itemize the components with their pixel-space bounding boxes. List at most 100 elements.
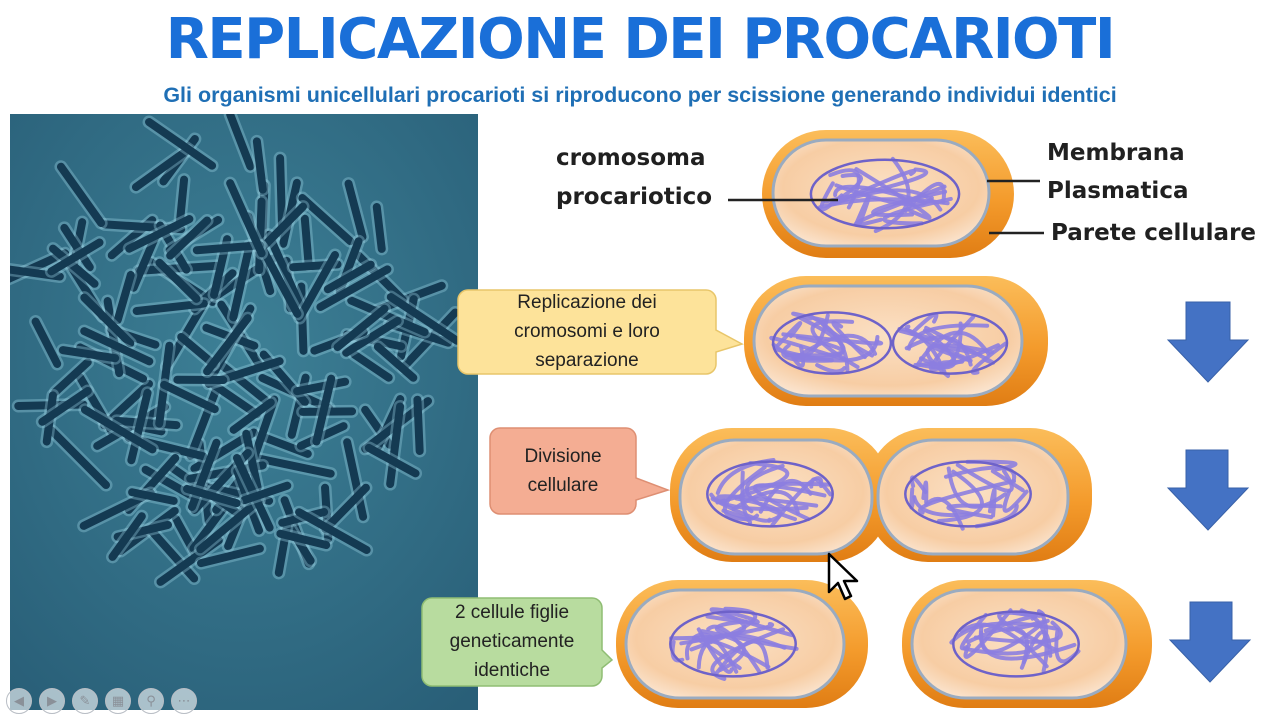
bacterium-rod <box>175 175 189 226</box>
step-daughters-label: 2 cellule figlie geneticamente identiche <box>449 602 575 681</box>
bacterium-rod <box>293 377 350 396</box>
bacterium-rod <box>80 405 157 454</box>
dna-outline <box>669 610 797 678</box>
down-arrow-icon <box>1166 301 1250 383</box>
bacterium-rod <box>196 496 264 554</box>
bacterium-rod <box>257 202 308 253</box>
more-options-button[interactable]: ⋯ <box>171 688 197 714</box>
cell-wall-label: Parete cellulare <box>1051 220 1257 246</box>
pen-icon: ✎ <box>79 693 91 708</box>
dna-strand <box>781 343 834 363</box>
presenter-toolbar: ◀ ▶ ✎ ▦ ⚲ ⋯ <box>6 688 197 716</box>
bacterium-rod <box>226 114 255 171</box>
bacterium-rod <box>31 317 62 368</box>
membrane-label-line1: Membrana <box>1047 140 1185 166</box>
bacterium-rod <box>386 293 461 345</box>
bacterium-rod <box>47 426 111 490</box>
bacterium-rod <box>279 178 301 248</box>
dna-strand <box>923 497 965 531</box>
bacterium-rod <box>10 249 70 283</box>
chromosome-3a <box>706 457 834 528</box>
bacterium-rod <box>295 508 371 555</box>
bacterium-rod <box>188 438 221 511</box>
slides-grid-button[interactable]: ▦ <box>105 688 131 714</box>
bacterium-rod <box>296 422 348 450</box>
dna-strand <box>973 620 1063 644</box>
bacterium-rod <box>255 197 266 275</box>
bacterium-rod <box>38 386 92 426</box>
bacterium-rod <box>229 398 275 434</box>
prev-icon: ◀ <box>14 693 24 708</box>
dna-strand <box>823 167 929 204</box>
bacterium-rod <box>128 488 178 505</box>
dna-strand <box>820 319 874 358</box>
dna-strand <box>714 619 799 651</box>
bacterium-rod <box>197 544 264 568</box>
bacterium-rod <box>274 517 292 577</box>
bacterium-rod <box>240 481 292 505</box>
bacterium-rod <box>134 261 221 275</box>
bacterium-rod <box>298 194 355 246</box>
prev-slide-button[interactable]: ◀ <box>6 688 32 714</box>
bacterium-rod <box>80 293 135 348</box>
bacterium-rod <box>148 527 199 583</box>
bacterium-rod <box>312 374 336 446</box>
bacterium-rod <box>333 304 389 352</box>
bacterium-rod <box>58 346 120 363</box>
bacterium-rod <box>373 342 418 382</box>
next-icon: ▶ <box>47 693 57 708</box>
dna-outline <box>809 158 961 230</box>
bacterium-rod <box>323 260 375 294</box>
dna-strand <box>810 319 860 370</box>
dna-strand <box>925 343 995 379</box>
bacterium-rod <box>217 300 264 369</box>
bacterium-rod <box>155 258 201 303</box>
chromosome-4b <box>949 608 1081 678</box>
dna-strand <box>1011 609 1046 618</box>
step-division-label: Divisione cellulare <box>524 446 602 496</box>
dna-strand <box>959 622 1049 669</box>
dna-strand <box>915 330 991 368</box>
mouse-pointer-icon <box>827 552 859 601</box>
dna-strand <box>882 196 953 226</box>
dna-strand <box>769 335 847 362</box>
next-slide-button[interactable]: ▶ <box>39 688 65 714</box>
dna-strand <box>990 469 1025 493</box>
bacterium-rod <box>248 453 335 478</box>
dna-strand <box>1002 489 1029 513</box>
dna-strand <box>970 341 1008 375</box>
dna-outline <box>952 610 1080 678</box>
slide-subtitle: Gli organismi unicellulari procarioti si… <box>163 83 1117 107</box>
bacterium-rod <box>51 358 92 396</box>
bacterium-rod <box>342 316 402 357</box>
bacterium-rod <box>56 162 106 228</box>
dna-strand <box>943 465 1017 483</box>
bacterium-rod <box>364 443 420 478</box>
dna-strand <box>815 363 847 374</box>
bacterium-rod <box>347 296 429 337</box>
zoom-button[interactable]: ⚲ <box>138 688 164 714</box>
dna-strand <box>828 168 861 210</box>
bacterium-rod <box>160 380 219 414</box>
bacterium-rod <box>60 223 94 272</box>
slides-icon: ▦ <box>111 693 125 708</box>
step-replication-label: Replicazione dei cromosomi e loro separa… <box>514 292 660 371</box>
bacterium-rod <box>113 270 135 324</box>
bacterium-rod <box>216 360 275 408</box>
dna-strand <box>705 609 760 625</box>
pen-button[interactable]: ✎ <box>72 688 98 714</box>
dna-strand <box>833 184 927 205</box>
dna-strand <box>909 312 939 336</box>
bacterium-rod <box>108 512 146 561</box>
slide-title: REPLICAZIONE DEI PROCARIOTI <box>165 7 1116 72</box>
chromosome-3b <box>904 459 1032 531</box>
chromosome-2b <box>891 311 1009 379</box>
bacterium-rod <box>93 402 169 450</box>
bacterium-rod <box>232 454 274 532</box>
dna-strand <box>721 508 753 525</box>
bacterium-rod <box>100 379 153 430</box>
callout-daughters-shape <box>421 597 614 687</box>
bacterium-rod <box>252 137 267 194</box>
chromosome-label-line2: procariotico <box>556 184 713 210</box>
